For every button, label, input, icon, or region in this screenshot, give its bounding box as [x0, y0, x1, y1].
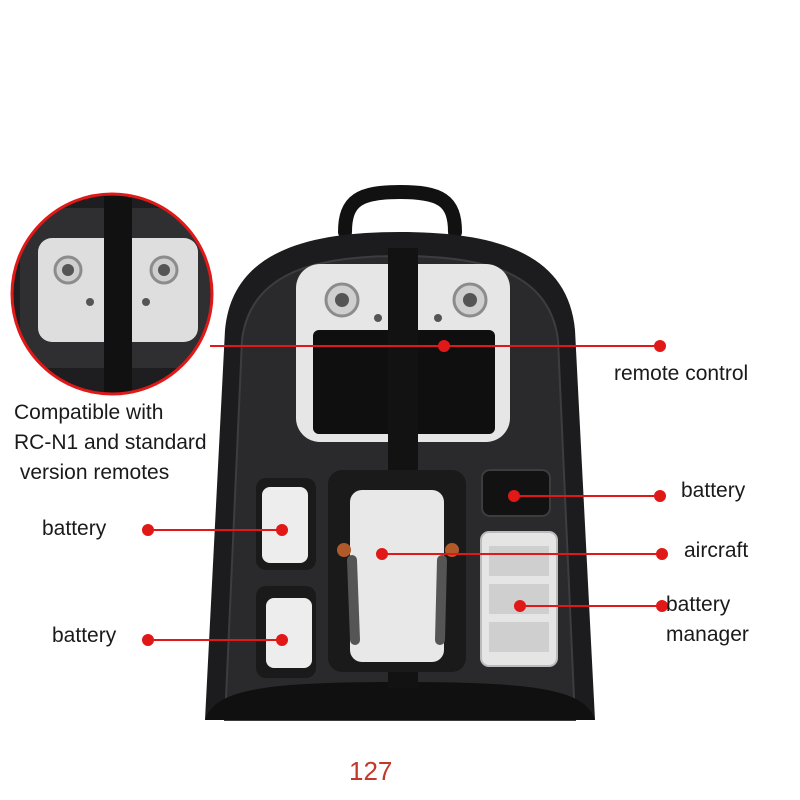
- label-battery-right: battery: [681, 479, 746, 502]
- zoom-detail: [12, 194, 212, 394]
- label-remote-control: remote control: [614, 362, 749, 385]
- label-battery-manager-line2: manager: [666, 623, 749, 646]
- callout-lines: [142, 340, 668, 646]
- magnifier-ring: [10, 192, 214, 396]
- page-number: 127: [349, 756, 393, 786]
- label-battery-left-bottom: battery: [52, 624, 117, 647]
- compatibility-line-1: Compatible with: [14, 401, 164, 424]
- compatibility-line-3: version remotes: [14, 461, 170, 484]
- battery-left-bottom: [266, 598, 312, 668]
- compatibility-note: Compatible with RC-N1 and standard versi…: [14, 398, 207, 488]
- label-battery-manager-line1: battery: [666, 593, 731, 616]
- compatibility-line-2: RC-N1 and standard: [14, 431, 207, 454]
- label-aircraft: aircraft: [684, 539, 749, 562]
- cropped-top-text: ~~~~~~~~~~~~~~~~~~: [230, 0, 570, 4]
- backpack-handle: [338, 184, 462, 239]
- aircraft-body: [350, 490, 444, 662]
- label-battery-left-top: battery: [42, 517, 107, 540]
- bottom-pocket: [205, 682, 595, 720]
